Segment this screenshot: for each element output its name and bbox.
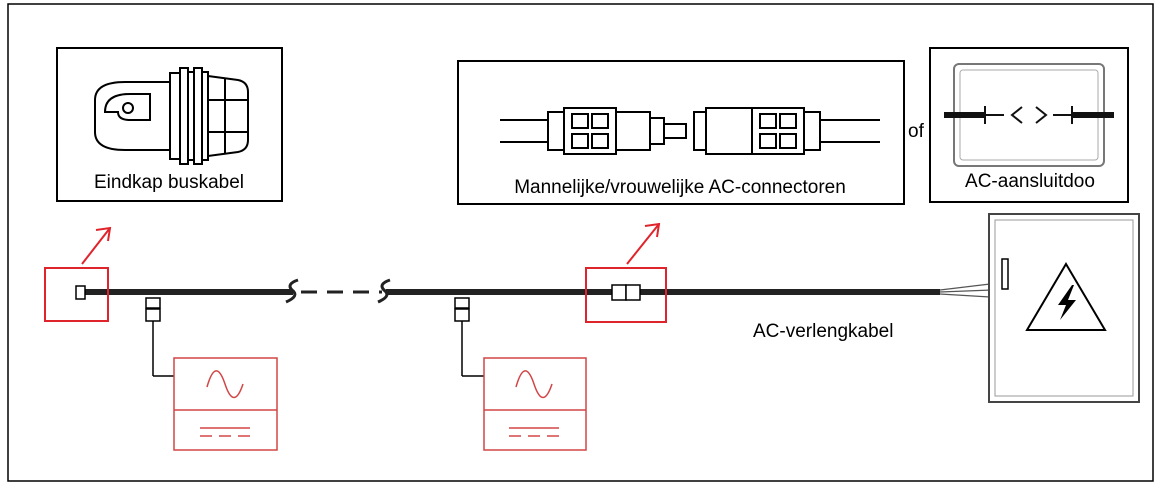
cable-break-icon: [377, 278, 391, 304]
junction-box-callout: AC-aansluitdoo: [929, 47, 1129, 203]
cabinet-handle: [1001, 258, 1009, 290]
cable-break-icon: [285, 278, 299, 304]
high-voltage-icon: [1025, 262, 1107, 331]
cable-strands: [939, 283, 993, 298]
connectors-label: Mannelijke/vrouwelijke AC-connectoren: [514, 177, 846, 198]
end-cap-connector-icon: [94, 67, 249, 165]
end-cap-callout: Eindkap buskabel: [56, 47, 283, 202]
arrow-icon: [81, 226, 112, 265]
extension-cable-label: AC-verlengkabel: [753, 321, 893, 342]
junction-box-label: AC-aansluitdoo: [965, 171, 1095, 192]
inverter-icon: [173, 357, 278, 451]
ac-connector-pair-icon: [500, 107, 880, 155]
main-cable: [84, 278, 993, 304]
end-cap-label: Eindkap buskabel: [94, 172, 244, 193]
inline-connector: [611, 284, 641, 301]
end-cap-highlight: [44, 267, 109, 322]
sine-wave-icon: [515, 370, 553, 399]
inverter-icon: [483, 357, 587, 451]
diagram-frame: [7, 3, 1154, 482]
dc-symbol-icon: [200, 427, 250, 437]
t-connector-icon: [145, 297, 174, 377]
arrow-icon: [626, 222, 661, 265]
sine-wave-icon: [206, 370, 244, 399]
dc-symbol-icon: [509, 427, 559, 437]
t-connector-icon: [454, 297, 484, 377]
junction-box-icon: [944, 63, 1114, 167]
connector-highlight: [585, 267, 667, 323]
connectors-callout: Mannelijke/vrouwelijke AC-connectoren: [457, 60, 905, 205]
or-label: of: [908, 121, 925, 142]
distribution-cabinet-icon: [988, 213, 1140, 403]
end-cap-on-cable: [75, 285, 86, 300]
junction-box-callout-box: [929, 47, 1129, 203]
